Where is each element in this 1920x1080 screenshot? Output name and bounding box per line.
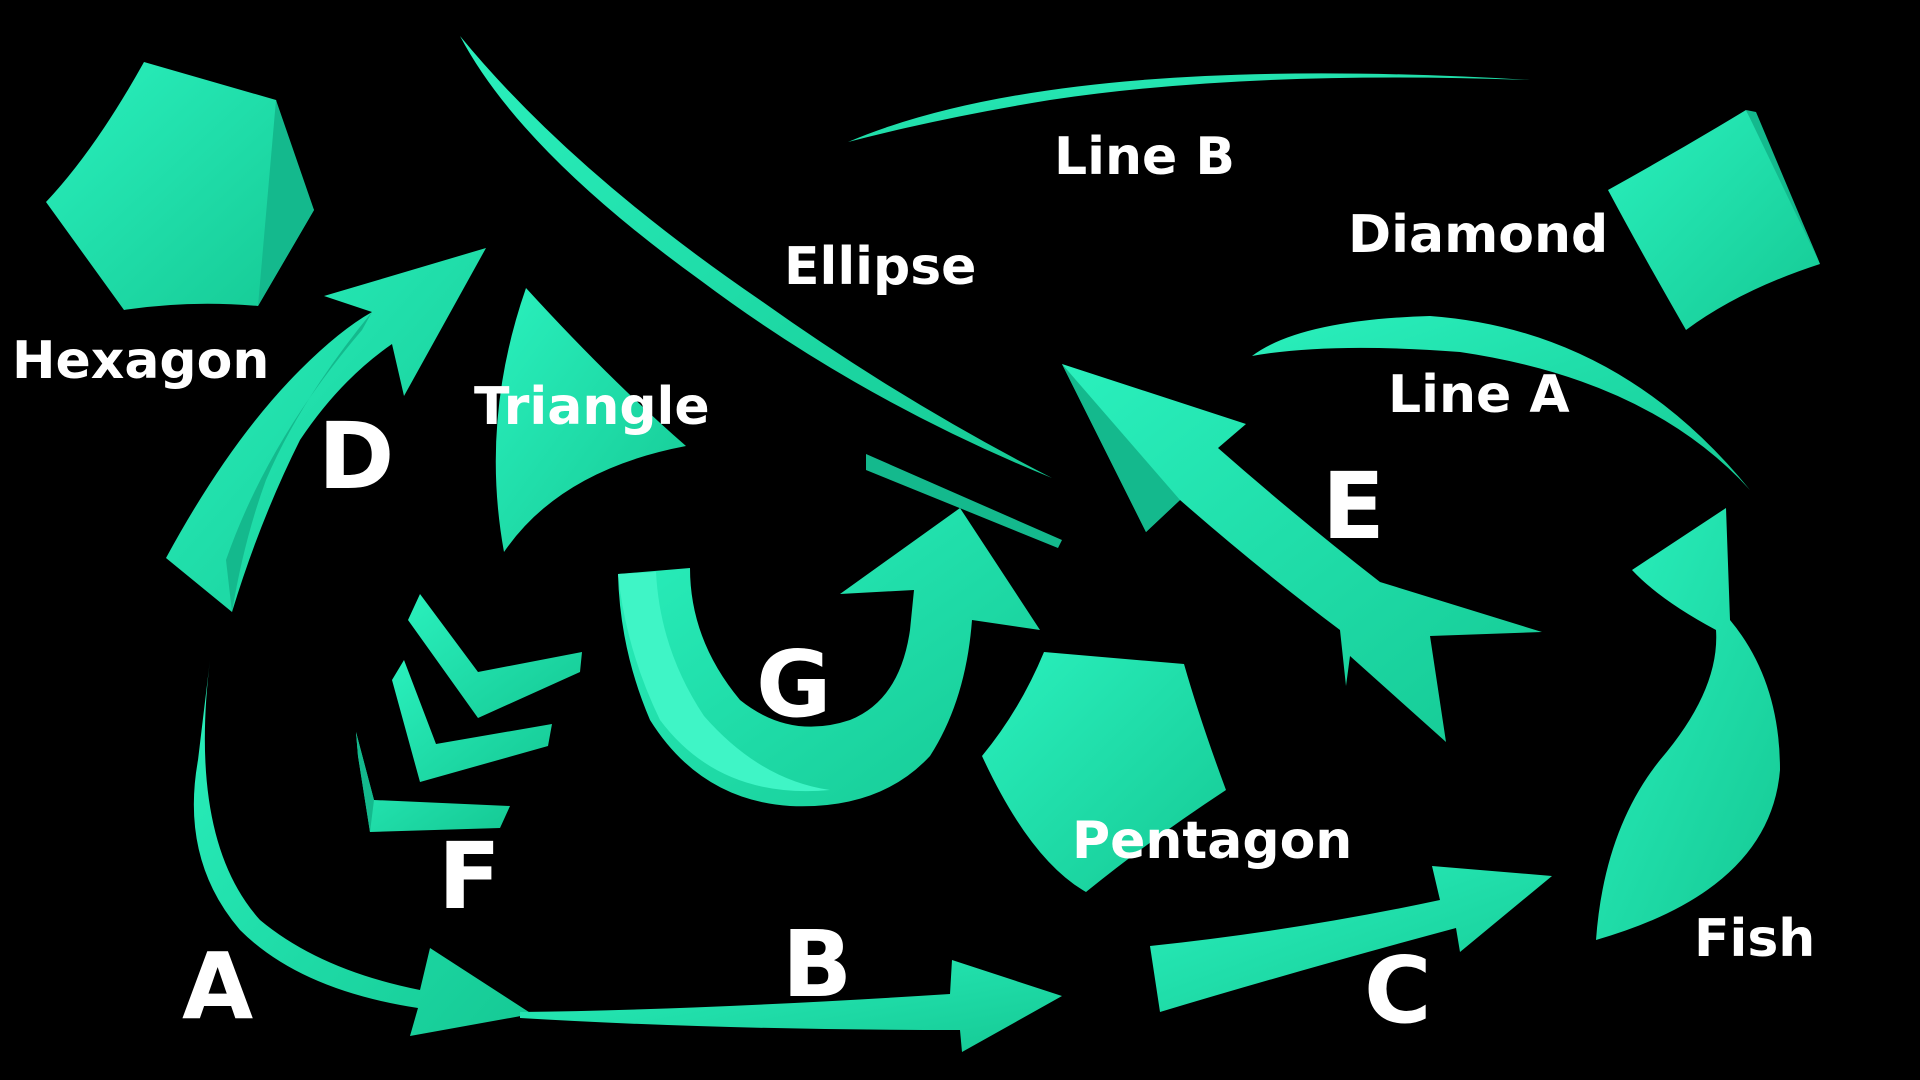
- label-triangle: Triangle: [474, 377, 710, 437]
- label-pentagon: Pentagon: [1072, 811, 1352, 871]
- label-line-a: Line A: [1388, 365, 1570, 425]
- diamond-shape: [1608, 110, 1820, 330]
- label-g: G: [756, 631, 832, 738]
- label-hexagon: Hexagon: [12, 331, 269, 391]
- label-a: A: [182, 933, 253, 1040]
- chevrons-f: [356, 594, 582, 832]
- line-a-shape: [1252, 316, 1750, 490]
- pentagon-shape: [982, 652, 1226, 892]
- arrow-g: [618, 508, 1040, 807]
- arrow-b: [520, 960, 1062, 1052]
- label-line-b: Line B: [1054, 127, 1235, 187]
- label-f: F: [438, 823, 501, 930]
- line-b-shape: [848, 73, 1530, 142]
- label-b: B: [782, 911, 852, 1018]
- arrow-c: [1150, 866, 1552, 1012]
- label-e: E: [1322, 453, 1385, 560]
- hexagon-shape: [46, 62, 314, 310]
- label-d: D: [318, 403, 394, 510]
- label-ellipse: Ellipse: [784, 237, 976, 297]
- triangle-shape: [495, 288, 686, 552]
- arrow-a: [193, 660, 532, 1036]
- label-diamond: Diamond: [1348, 205, 1608, 265]
- arrow-e: [1062, 364, 1542, 742]
- label-c: C: [1364, 937, 1432, 1044]
- fish-shape: [1596, 508, 1780, 940]
- label-fish: Fish: [1694, 909, 1815, 969]
